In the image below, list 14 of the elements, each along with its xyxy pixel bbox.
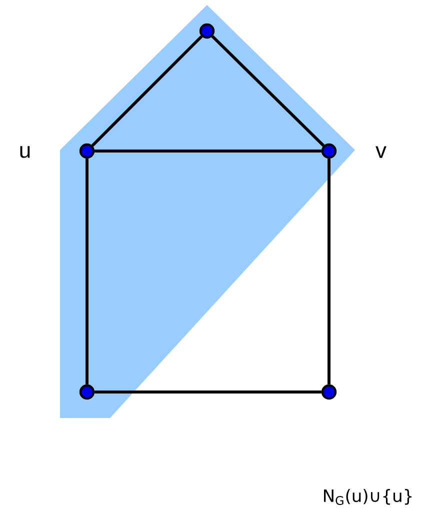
vertex-label: u — [20, 146, 30, 158]
edge-line — [211, 35, 325, 147]
vertex — [79, 384, 95, 400]
vertex — [199, 23, 215, 39]
vertex — [321, 384, 337, 400]
edge-line — [91, 35, 203, 147]
edge-line — [86, 158, 88, 384]
vertex — [321, 143, 337, 159]
edge-line — [94, 150, 322, 152]
edge-line — [328, 158, 330, 384]
vertex — [79, 143, 95, 159]
vertex-label: v — [376, 146, 386, 158]
edge-line — [94, 390, 322, 394]
set-label: N$_{G}$(u)∪{u} — [324, 489, 412, 505]
